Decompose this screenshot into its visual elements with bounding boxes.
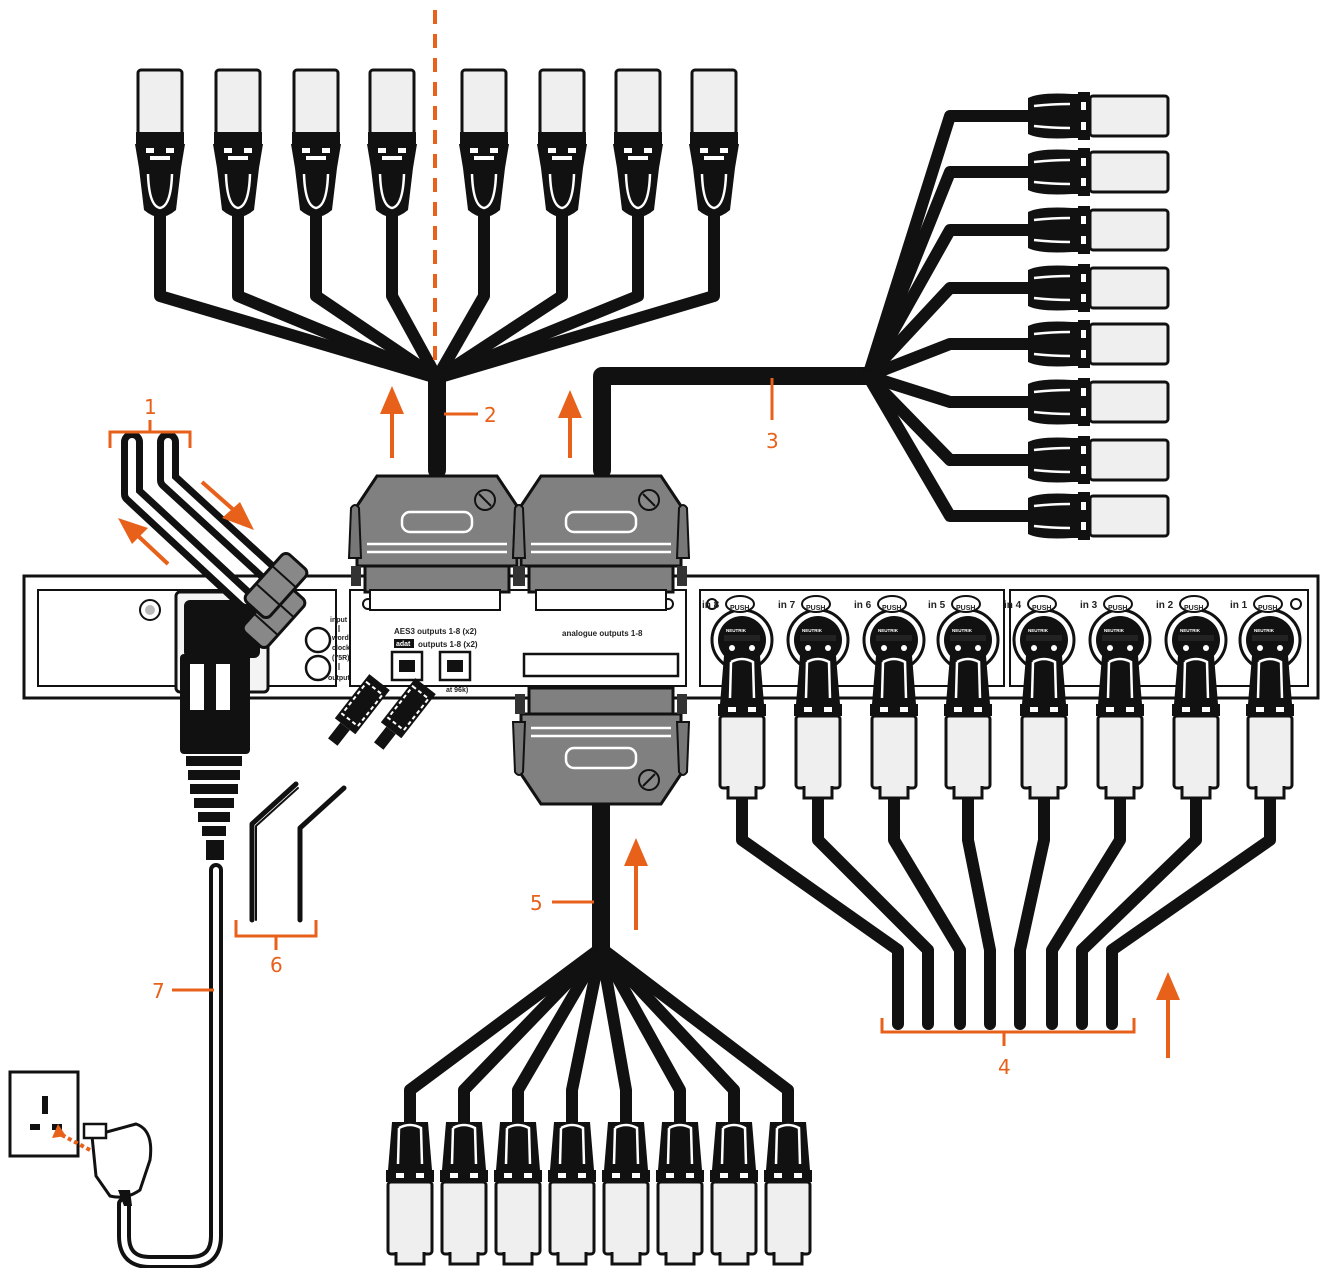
mains-plug[interactable]	[84, 1124, 151, 1206]
wordclock-label-clock: clock	[332, 645, 350, 652]
xlr-plug-bottom-6[interactable]	[656, 1110, 704, 1264]
wordclock-label-75r: (75R)	[332, 655, 350, 662]
input-label: in 6	[854, 600, 872, 611]
xlr-plug-panel-6[interactable]	[870, 644, 918, 798]
push-label: PUSH	[956, 605, 975, 612]
xlr-plug-panel-7[interactable]	[794, 644, 842, 798]
xlr-plug-panel-2[interactable]	[1172, 644, 1220, 798]
xlr-plug-bottom-7[interactable]	[710, 1110, 758, 1264]
wordclock-label-input: input	[330, 617, 348, 624]
input-label: in 7	[778, 600, 796, 611]
xlr-plug-bottom-4[interactable]	[548, 1110, 596, 1264]
wall-socket	[10, 1072, 78, 1156]
input-label: in 2	[1156, 600, 1174, 611]
xlr-plug-top-4[interactable]	[367, 70, 417, 224]
push-label: PUSH	[882, 605, 901, 612]
xlr-plug-panel-1[interactable]	[1246, 644, 1294, 798]
push-label: PUSH	[806, 605, 825, 612]
xlr-plug-top-2[interactable]	[213, 70, 263, 224]
xlr-plug-right-1[interactable]	[1018, 92, 1168, 140]
push-label: PUSH	[1258, 605, 1277, 612]
dsub-analogue-out-hood[interactable]	[513, 476, 689, 592]
callout-5: 5	[530, 891, 543, 915]
xlr-plug-panel-8[interactable]	[718, 644, 766, 798]
callout-3: 3	[766, 429, 779, 453]
xlr-plug-bottom-1[interactable]	[386, 1110, 434, 1264]
cable-4-strand	[968, 800, 990, 1024]
input-label: in 8	[702, 600, 720, 611]
xlr-plug-right-6[interactable]	[1018, 378, 1168, 426]
aes3-outputs-label: AES3 outputs 1-8 (x2)	[394, 627, 477, 636]
input-label: in 3	[1080, 600, 1098, 611]
xlr-plug-top-8[interactable]	[689, 70, 739, 224]
adat-outputs-label: outputs 1-8 (x2)	[418, 640, 478, 649]
wordclock-label-word: word	[331, 635, 349, 642]
push-label: PUSH	[730, 605, 749, 612]
xlr-plug-bottom-8[interactable]	[764, 1110, 812, 1264]
xlr-plug-top-7[interactable]	[613, 70, 663, 224]
xlr-plug-right-7[interactable]	[1018, 436, 1168, 484]
push-label: PUSH	[1184, 605, 1203, 612]
xlr-plug-right-5[interactable]	[1018, 320, 1168, 368]
xlr-row-bottom	[386, 1110, 812, 1264]
xlr-plug-bottom-2[interactable]	[440, 1110, 488, 1264]
xlr-plug-top-6[interactable]	[537, 70, 587, 224]
dsub-digital-out-hood[interactable]	[349, 476, 525, 592]
xlr-plug-panel-4[interactable]	[1020, 644, 1068, 798]
analogue-outputs-label: analogue outputs 1-8	[562, 629, 643, 638]
callout-2: 2	[484, 403, 497, 427]
wordclock-label-output: output	[328, 675, 350, 682]
xlr-plug-right-2[interactable]	[1018, 148, 1168, 196]
brand-label: NEUTRIK	[726, 628, 747, 633]
panel-screw	[145, 605, 155, 615]
xlr-plug-top-3[interactable]	[291, 70, 341, 224]
brand-label: NEUTRIK	[1028, 628, 1049, 633]
brand-label: NEUTRIK	[878, 628, 899, 633]
xlr-plug-right-3[interactable]	[1018, 206, 1168, 254]
input-label: in 4	[1004, 600, 1022, 611]
dsub-analogue-in-hood[interactable]	[513, 654, 689, 804]
iec-plug[interactable]	[180, 654, 250, 860]
xlr-plug-right-4[interactable]	[1018, 264, 1168, 312]
brand-label: NEUTRIK	[1104, 628, 1125, 633]
xlr-plug-right-8[interactable]	[1018, 492, 1168, 540]
xlr-plug-top-1[interactable]	[135, 70, 185, 224]
input-label: in 5	[928, 600, 946, 611]
cable-4-strand	[1082, 800, 1196, 1024]
callout-1: 1	[144, 395, 157, 419]
xlr-plug-panel-5[interactable]	[944, 644, 992, 798]
xlr-plug-top-5[interactable]	[459, 70, 509, 224]
brand-label: NEUTRIK	[802, 628, 823, 633]
xlr-plug-bottom-3[interactable]	[494, 1110, 542, 1264]
brand-label: NEUTRIK	[1180, 628, 1201, 633]
push-label: PUSH	[1108, 605, 1127, 612]
brand-label: NEUTRIK	[1254, 628, 1275, 633]
callout-7: 7	[152, 979, 165, 1003]
push-label: PUSH	[1032, 605, 1051, 612]
xlr-plug-panel-3[interactable]	[1096, 644, 1144, 798]
callout-4: 4	[998, 1055, 1011, 1079]
cable-4-strand	[1020, 800, 1044, 1024]
adat-note-label: at 96k)	[446, 687, 468, 694]
xlr-column-right	[1018, 92, 1168, 540]
adat-badge-text: adat	[396, 641, 411, 648]
input-label: in 1	[1230, 600, 1248, 611]
xlr-plug-bottom-5[interactable]	[602, 1110, 650, 1264]
callout-6: 6	[270, 953, 283, 977]
brand-label: NEUTRIK	[952, 628, 973, 633]
